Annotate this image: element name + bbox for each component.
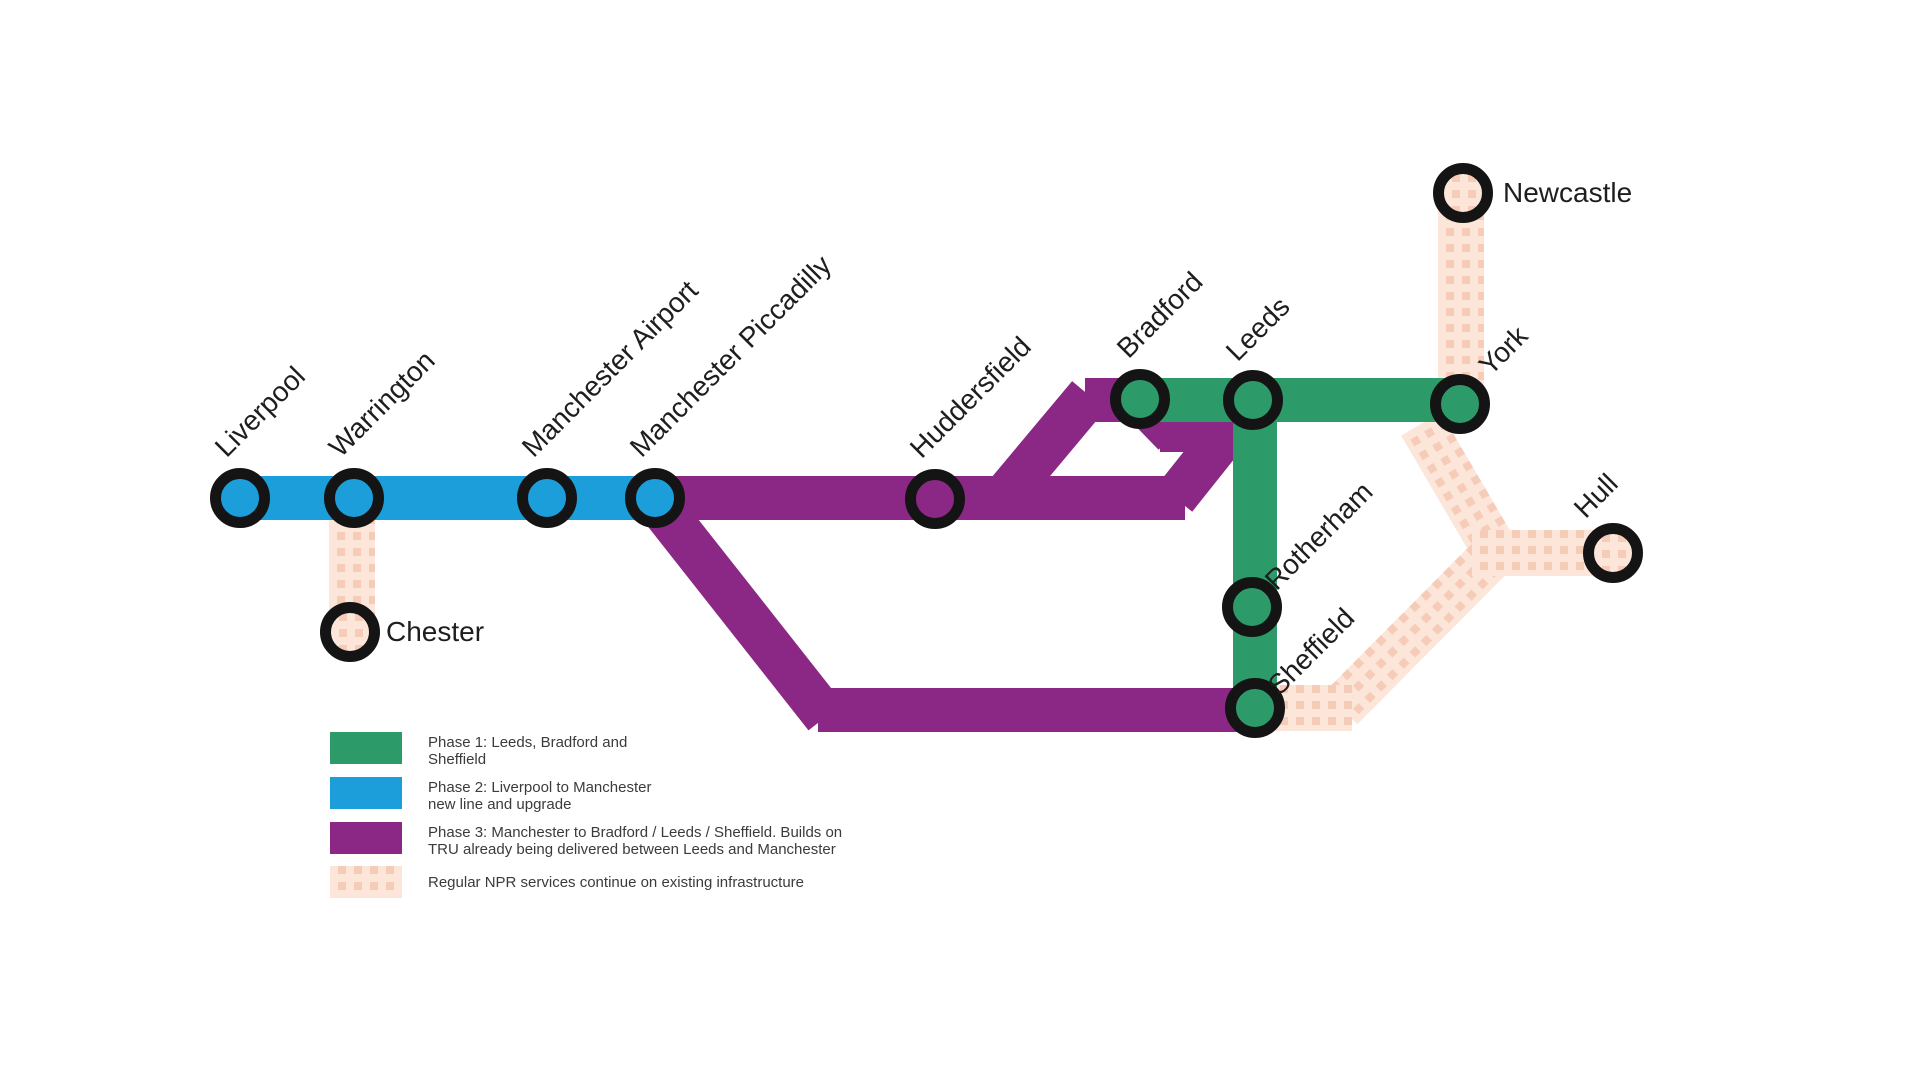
blue-line-segment — [238, 476, 658, 520]
station-warrington — [324, 468, 384, 528]
station-label-rotherham: Rotherham — [1258, 475, 1379, 596]
station-sheffield — [1225, 678, 1285, 738]
station-label-liverpool: Liverpool — [208, 360, 312, 463]
station-manchester-piccadilly — [625, 468, 685, 528]
station-liverpool — [210, 468, 270, 528]
legend-swatch-npr — [330, 866, 402, 898]
station-label-warrington: Warrington — [322, 344, 441, 463]
station-label-bradford: Bradford — [1110, 265, 1209, 364]
station-york — [1430, 374, 1490, 434]
station-label-chester: Chester — [386, 616, 485, 647]
station-label-manchester-piccadilly: Manchester Piccadilly — [623, 249, 838, 463]
legend-swatch-phase3 — [330, 822, 402, 854]
green-line-segment — [1140, 378, 1462, 422]
station-chester — [320, 602, 380, 662]
station-hull — [1583, 523, 1643, 583]
station-huddersfield — [905, 469, 965, 529]
station-bradford — [1110, 369, 1170, 429]
station-manchester-airport — [517, 468, 577, 528]
purple-line-segment — [818, 688, 1255, 732]
station-label-leeds: Leeds — [1219, 290, 1296, 367]
station-label-huddersfield: Huddersfield — [903, 330, 1037, 464]
green-line-segment — [1233, 400, 1277, 710]
legend-swatch-phase1 — [330, 732, 402, 764]
legend-text-npr: Regular NPR services continue on existin… — [428, 874, 805, 891]
legend-text-phase3: Phase 3: Manchester to Bradford / Leeds … — [428, 824, 843, 858]
station-newcastle — [1433, 163, 1493, 223]
station-label-manchester-airport: Manchester Airport — [515, 274, 704, 463]
legend-swatch-phase2 — [330, 777, 402, 809]
station-label-newcastle: Newcastle — [1503, 177, 1633, 208]
station-rotherham — [1222, 577, 1282, 637]
pink-line-segment — [1438, 196, 1484, 404]
station-leeds — [1223, 370, 1283, 430]
station-label-hull: Hull — [1567, 467, 1624, 524]
